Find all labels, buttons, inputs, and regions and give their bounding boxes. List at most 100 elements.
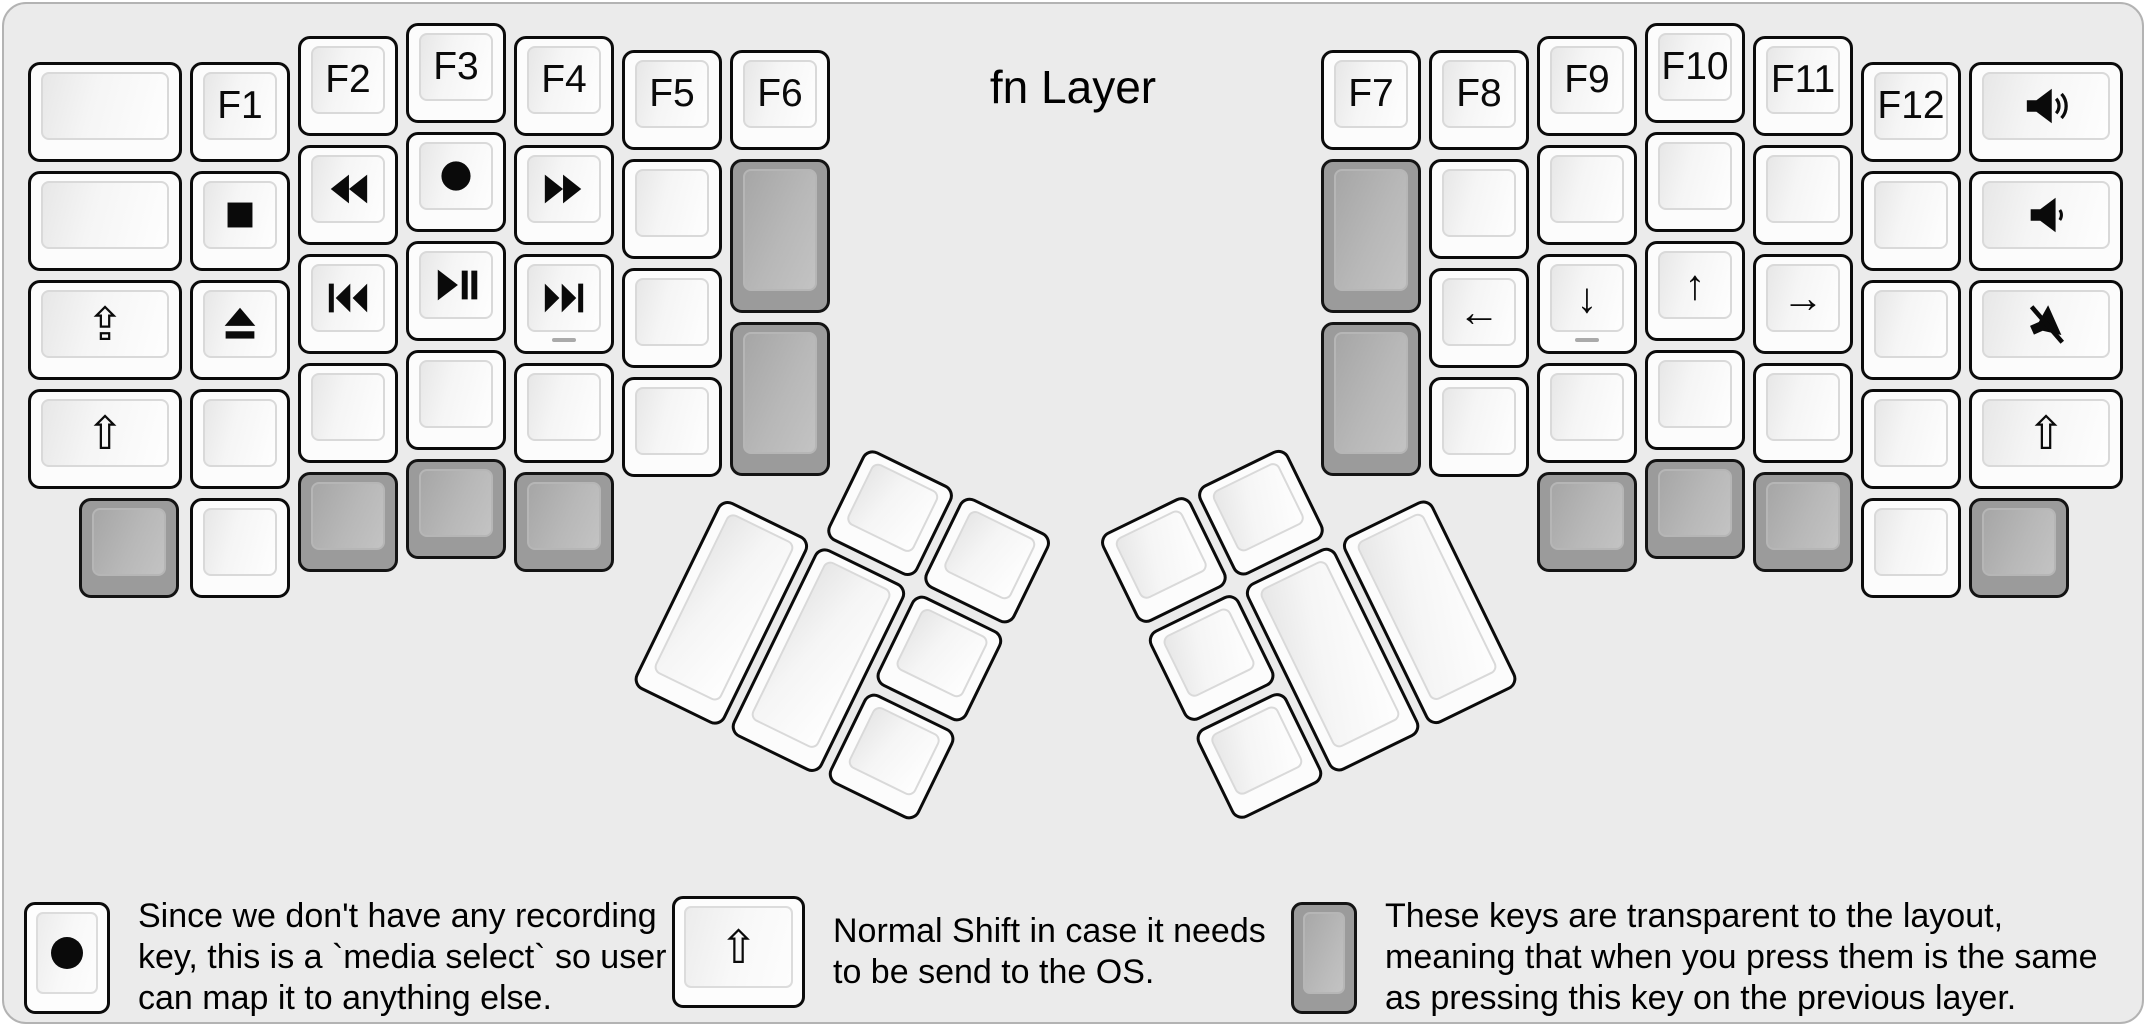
key-volume-down-top (1982, 181, 2110, 249)
key-transparent[interactable] (298, 472, 398, 572)
key-transparent[interactable] (1321, 322, 1421, 476)
key-f1-top: F1 (203, 72, 277, 140)
key-f3[interactable]: F3 (406, 23, 506, 123)
key-mute[interactable] (1969, 280, 2123, 380)
key-arrow-left-top: ← (1442, 278, 1516, 346)
key-f5[interactable]: F5 (622, 50, 722, 150)
key-arrow-left[interactable]: ← (1429, 268, 1529, 368)
key-blank[interactable] (1429, 159, 1529, 259)
key-blank[interactable] (1645, 350, 1745, 450)
key-volume-up-top (1982, 72, 2110, 140)
key-fast-forward[interactable] (514, 145, 614, 245)
key-blank[interactable] (1861, 280, 1961, 380)
key-blank[interactable] (28, 171, 182, 271)
key-arrow-right[interactable]: → (1753, 254, 1853, 354)
key-volume-up[interactable] (1969, 62, 2123, 162)
homing-bump (552, 338, 576, 342)
key-next-track-top (527, 264, 601, 332)
key-blank[interactable] (28, 62, 182, 162)
key-shift[interactable]: ⇧ (1969, 389, 2123, 489)
key-blank[interactable] (1753, 145, 1853, 245)
key-f12[interactable]: F12 (1861, 62, 1961, 162)
key-transparent[interactable] (1969, 498, 2069, 598)
key-blank[interactable] (622, 159, 722, 259)
key-record[interactable] (406, 132, 506, 232)
key-f9[interactable]: F9 (1537, 36, 1637, 136)
key-f6-top: F6 (743, 60, 817, 128)
key-thumb-top (844, 461, 941, 555)
key-thumb-top (1210, 460, 1307, 555)
key-f7[interactable]: F7 (1321, 50, 1421, 150)
play-pause-icon (437, 269, 478, 301)
key-f7-label: F7 (1348, 72, 1394, 115)
key-blank[interactable] (622, 377, 722, 477)
key-volume-down[interactable] (1969, 171, 2123, 271)
key-blank[interactable] (622, 268, 722, 368)
key-f10[interactable]: F10 (1645, 23, 1745, 123)
key-stop[interactable] (190, 171, 290, 271)
key-f11[interactable]: F11 (1753, 36, 1853, 136)
key-transparent[interactable] (730, 322, 830, 476)
key-thumb-top (1160, 605, 1258, 700)
key-play-pause[interactable] (406, 241, 506, 341)
key-transparent[interactable] (730, 159, 830, 313)
key-blank-top (1874, 508, 1948, 576)
key-prev-track[interactable] (298, 254, 398, 354)
key-blank-top (1550, 373, 1624, 441)
key-f6[interactable]: F6 (730, 50, 830, 150)
key-blank[interactable] (1537, 363, 1637, 463)
key-f5-label: F5 (649, 72, 695, 115)
key-blank[interactable] (514, 363, 614, 463)
key-blank-top (1550, 155, 1624, 223)
key-blank[interactable] (190, 498, 290, 598)
key-shift-label: ⇧ (85, 407, 125, 459)
key-f2[interactable]: F2 (298, 36, 398, 136)
key-rewind[interactable] (298, 145, 398, 245)
key-f8[interactable]: F8 (1429, 50, 1529, 150)
key-blank[interactable] (1645, 132, 1745, 232)
key-blank[interactable] (1753, 363, 1853, 463)
key-arrow-up[interactable]: ↑ (1645, 241, 1745, 341)
key-shift-top: ⇧ (41, 399, 169, 467)
key-blank-top (1442, 387, 1516, 455)
key-thumb-top (1113, 507, 1210, 602)
key-blank[interactable] (406, 350, 506, 450)
key-blank[interactable] (190, 389, 290, 489)
key-transparent[interactable] (1645, 459, 1745, 559)
key-f4[interactable]: F4 (514, 36, 614, 136)
key-blank[interactable] (1861, 498, 1961, 598)
key-eject-top (203, 290, 277, 358)
key-next-track[interactable] (514, 254, 614, 354)
key-blank-top (203, 508, 277, 576)
key-f1[interactable]: F1 (190, 62, 290, 162)
key-blank-top (1874, 399, 1948, 467)
record-dot-icon (51, 936, 83, 969)
key-caps-lock[interactable]: ⇪ (28, 280, 182, 380)
key-eject[interactable] (190, 280, 290, 380)
key-transparent[interactable] (406, 459, 506, 559)
key-transparent[interactable] (1537, 472, 1637, 572)
key-transparent[interactable] (1321, 159, 1421, 313)
key-transparent-top (1334, 332, 1408, 454)
key-f4-label: F4 (541, 58, 587, 101)
key-thumb-top (893, 606, 991, 700)
key-f9-top: F9 (1550, 46, 1624, 114)
key-shift[interactable]: ⇧ (28, 389, 182, 489)
key-transparent[interactable] (1753, 472, 1853, 572)
volume-down-icon (2030, 197, 2063, 233)
key-arrow-right-top: → (1766, 264, 1840, 332)
key-f2-label: F2 (325, 58, 371, 101)
key-blank[interactable] (1861, 389, 1961, 489)
key-blank[interactable] (1537, 145, 1637, 245)
key-transparent[interactable] (514, 472, 614, 572)
key-shift-top: ⇧ (1982, 399, 2110, 467)
key-blank-top (635, 169, 709, 237)
key-fast-forward-top (527, 155, 601, 223)
key-blank[interactable] (1861, 171, 1961, 271)
eject-icon (224, 307, 256, 339)
key-transparent[interactable] (79, 498, 179, 598)
key-blank[interactable] (1429, 377, 1529, 477)
key-arrow-down[interactable]: ↓ (1537, 254, 1637, 354)
key-blank[interactable] (298, 363, 398, 463)
